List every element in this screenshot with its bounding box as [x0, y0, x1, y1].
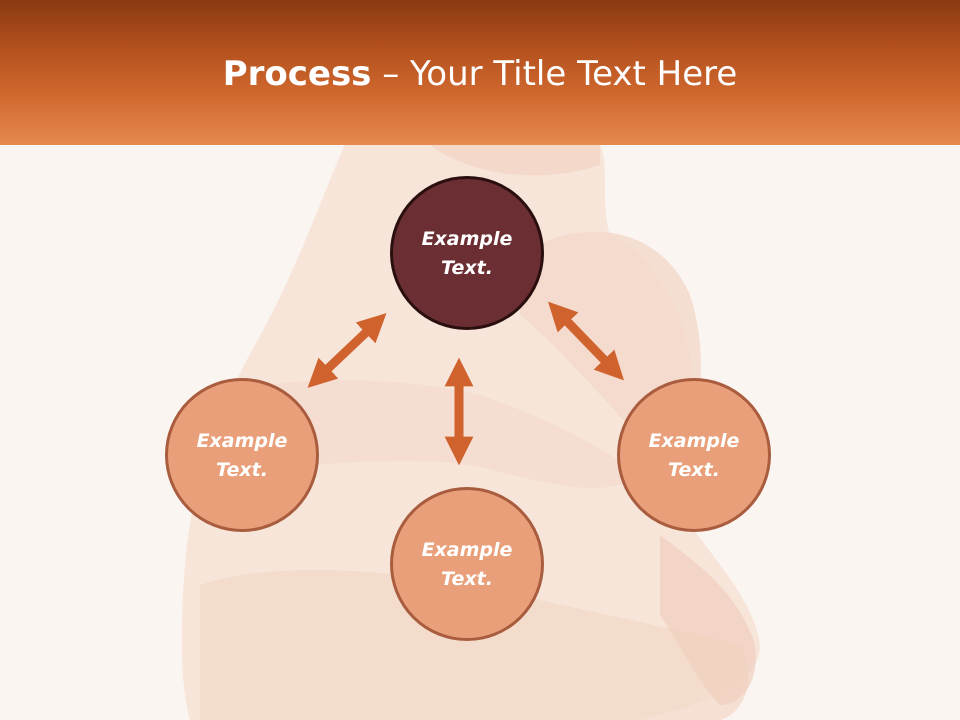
node-label: Example Text. [196, 430, 288, 481]
process-node-top: Example Text. [390, 176, 544, 330]
process-node-bottom: Example Text. [390, 487, 544, 641]
node-label: Example Text. [421, 228, 513, 279]
title-rest: – Your Title Text Here [371, 54, 738, 94]
slide-title: Process – Your Title Text Here [0, 52, 960, 96]
process-node-right: Example Text. [617, 378, 771, 532]
process-node-left: Example Text. [165, 378, 319, 532]
title-banner: Process – Your Title Text Here [0, 0, 960, 145]
title-strong: Process [222, 54, 372, 94]
node-label: Example Text. [648, 430, 740, 481]
node-label: Example Text. [421, 539, 513, 590]
